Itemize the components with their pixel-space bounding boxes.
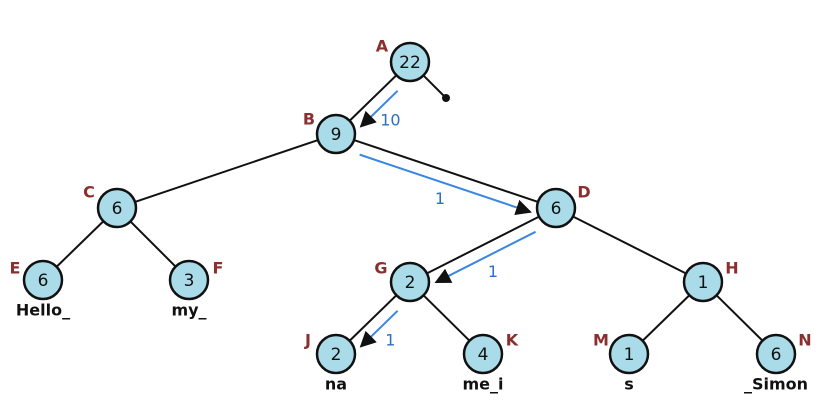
edge-a-b [348,74,398,122]
node-value: 3 [184,271,195,291]
node-circle [22,259,64,301]
path-weight-label: 1 [435,189,445,208]
edge-b-c [134,139,319,203]
node-letter: B [303,110,315,129]
path-arrow-d-g [434,230,537,284]
edge-c-f [129,220,177,268]
node-circle [462,333,504,375]
edge-d-h [572,215,687,275]
path-weight-label: 10 [380,111,400,130]
edge-c-e [55,220,105,268]
node-circle [608,333,650,375]
node-circle [389,41,431,83]
node-value: 6 [551,199,562,219]
edge-d-g [426,215,540,275]
node-value: 6 [112,199,123,219]
node-letter: A [376,37,389,56]
node-letter: N [798,331,811,350]
node-circle [315,113,357,155]
node-value: 2 [405,273,416,293]
node-circle [315,333,357,375]
node-g: 2G [374,259,431,303]
path-arrow-a-b [359,90,399,128]
edge-g-j [348,294,398,342]
node-value: 2 [331,345,342,365]
node-b: 9B [303,110,357,155]
node-circle [682,261,724,303]
path-weight-label: 1 [385,331,395,350]
node-value: 1 [624,345,635,365]
tree-edges [55,74,764,342]
node-letter: F [213,259,224,278]
node-m: 1Ms [593,331,650,394]
leaf-string: me_i [462,375,503,394]
node-circle [389,261,431,303]
node-value: 22 [399,53,421,73]
node-letter: D [577,183,590,202]
node-j: 2 Jna [304,331,357,394]
node-letter: J [304,331,311,350]
path-arrow-g-j [359,310,399,348]
node-d: 6D [535,183,591,229]
traversal-path: 10 1 1 1 [359,90,537,350]
node-letter: K [506,331,519,350]
node-circle [755,333,797,375]
edge-h-n [715,294,764,342]
node-letter: G [374,259,387,278]
leaf-string: Hello_ [16,301,70,320]
node-letter: C [83,183,95,202]
node-circle [96,187,138,229]
node-letter: M [593,331,609,350]
path-weight-label: 1 [488,262,498,281]
leaf-string: my_ [171,301,206,320]
node-h: 1H [682,259,739,303]
node-c: 6C [83,183,138,229]
edge-b-d [353,139,539,203]
node-e: 6E Hello_ [10,259,71,320]
tree-nodes: 22A9B6C6D6EHello_3Fmy_2G1H2Jna4Kme_i1Ms6… [10,37,812,394]
node-letter: H [725,259,738,278]
edge-h-m [641,294,691,342]
node-value: 4 [478,345,489,365]
leaf-string: _Simon [744,375,808,394]
edge-a-end [422,74,447,99]
leaf-string: s [624,375,634,394]
node-value: 6 [38,271,49,291]
edge-g-k [422,294,471,342]
node-value: 6 [771,345,782,365]
node-circle [535,187,577,229]
node-letter: E [10,259,21,278]
path-arrow-b-d [359,153,532,216]
node-value: 1 [698,273,709,293]
node-a: 22 A [376,37,431,83]
leaf-string: na [325,375,347,394]
edge-end-dot [442,94,450,102]
node-n: 6N _Simon [744,331,812,394]
node-value: 9 [331,125,342,145]
node-circle [168,259,210,301]
